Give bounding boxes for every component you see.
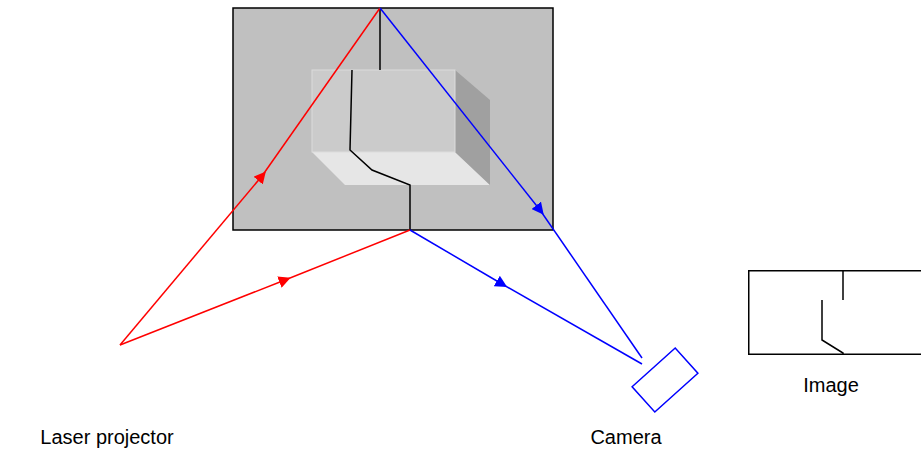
node-label: Image	[803, 373, 859, 397]
scene-panel	[233, 8, 553, 230]
image-frame: Image	[748, 270, 921, 355]
image-border	[749, 271, 921, 355]
laser-ray	[285, 230, 410, 280]
camera-ray	[380, 8, 540, 210]
node-label: Camera	[590, 425, 661, 449]
laser-stripe	[379, 8, 381, 70]
laser-ray	[120, 280, 285, 345]
camera-ray	[502, 284, 642, 364]
node-outline	[748, 270, 921, 355]
laser-ray	[262, 8, 380, 176]
cube-side-face	[455, 70, 490, 185]
device-body	[632, 348, 698, 412]
laser-stripe	[350, 70, 410, 230]
camera-ray	[410, 230, 502, 284]
device-node: Camera	[560, 320, 720, 460]
image-stripe	[842, 270, 844, 300]
cube-front-face	[312, 70, 455, 152]
image-stripe	[822, 300, 843, 355]
camera-ray	[540, 210, 642, 358]
laser-ray	[120, 176, 262, 345]
node-label: Laser projector	[40, 425, 173, 449]
device-node: Laser projector	[10, 320, 210, 460]
